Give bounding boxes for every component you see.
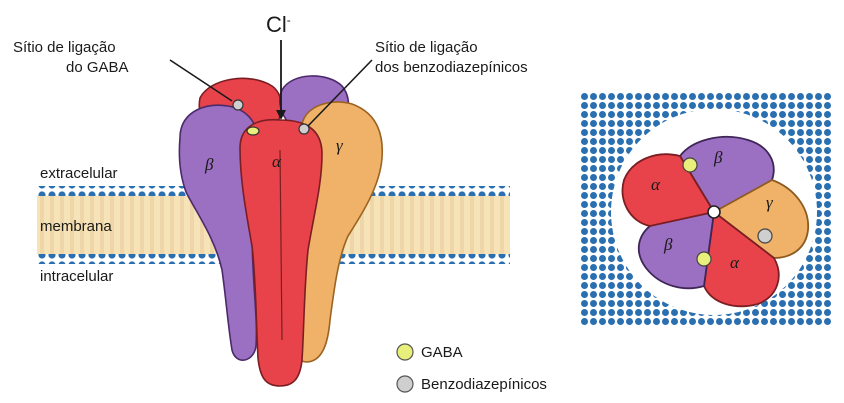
benzo-site-label-line2: dos benzodiazepínicos (375, 59, 528, 76)
receptor-top-view: β α γ β α (580, 92, 832, 326)
legend-gaba-label: GABA (421, 344, 463, 361)
chloride-ion-label: Cl- (266, 12, 291, 37)
gaba-site-label-line1: Sítio de ligação (13, 39, 116, 56)
gaba-binding-site (233, 100, 243, 110)
top-label-alpha-left: α (651, 175, 661, 194)
chloride-ion-symbol: Cl (266, 12, 287, 37)
top-benzodiazepine-site (758, 229, 772, 243)
intracellular-label: intracelular (40, 268, 113, 285)
chloride-ion-charge: - (287, 13, 291, 27)
top-label-beta-bottom: β (663, 235, 673, 254)
subunit-label-beta: β (204, 155, 214, 174)
top-gaba-site (683, 158, 697, 172)
legend-benzo-swatch (397, 376, 413, 392)
top-gaba-site (697, 252, 711, 266)
top-channel-pore (708, 206, 720, 218)
top-label-beta-top: β (713, 148, 723, 167)
legend: GABA Benzodiazepínicos (397, 344, 547, 393)
membrane-label: membrana (40, 218, 112, 235)
legend-benzo-label: Benzodiazepínicos (421, 376, 547, 393)
receptor-side-view: β α γ (179, 76, 382, 386)
gaba-binding-site (247, 127, 259, 135)
legend-gaba-swatch (397, 344, 413, 360)
extracellular-label: extracelular (40, 165, 118, 182)
benzo-site-label-line1: Sítio de ligação (375, 39, 478, 56)
subunit-label-alpha: α (272, 152, 282, 171)
gaba-site-label-line2: do GABA (66, 59, 129, 76)
top-label-alpha-bottom: α (730, 253, 740, 272)
